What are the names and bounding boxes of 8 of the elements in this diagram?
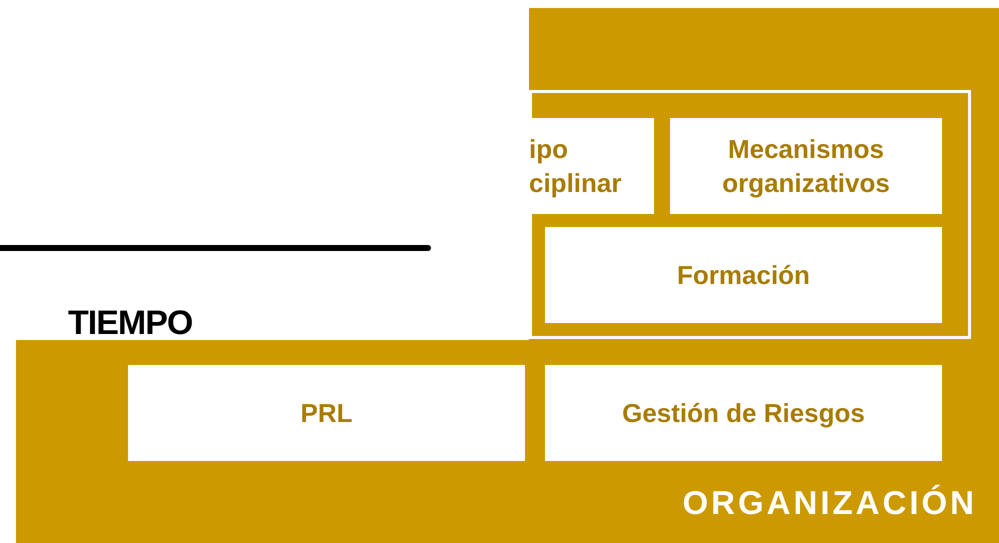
concept-box: Formación	[545, 227, 942, 323]
concept-box: Mecanismos organizativos	[670, 118, 942, 214]
concept-box: Gestión de Riesgos	[545, 365, 942, 461]
axis-label: TIEMPO	[68, 306, 192, 340]
frame-outline	[529, 90, 971, 339]
concept-box: ipo ciplinar	[529, 118, 654, 214]
concept-box: PRL	[128, 365, 525, 461]
panel-title: ORGANIZACIÓN	[682, 486, 977, 519]
